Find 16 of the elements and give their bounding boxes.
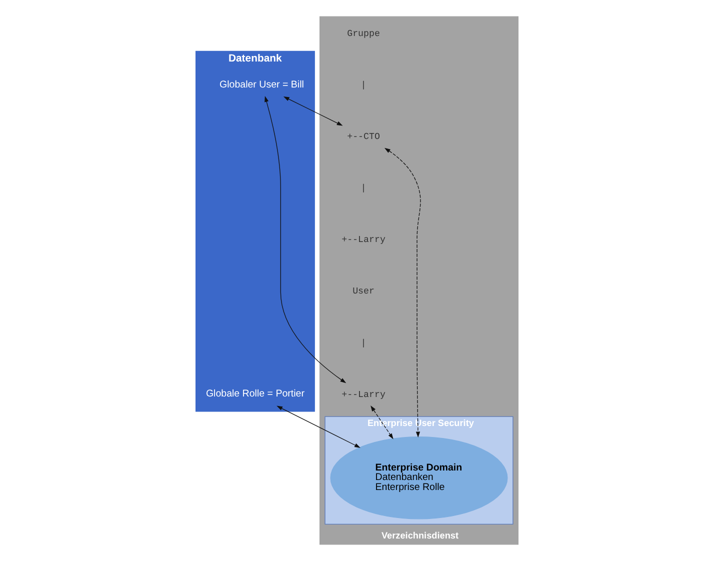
node-text: Gruppe — [347, 28, 380, 39]
arrow — [283, 96, 343, 126]
node-text: Globaler User = Bill — [220, 79, 304, 90]
node-text: +--CTO — [347, 131, 380, 142]
label: | — [360, 182, 366, 194]
arrow — [264, 96, 346, 384]
node-ellipse: Enterprise Domain Datenbanken Enterprise Rolle — [330, 436, 508, 520]
node-text: +--Larry — [342, 388, 386, 400]
label: | — [360, 80, 366, 91]
node-text: +--Larry — [342, 234, 386, 246]
node-text: Globale Rolle = Portier — [206, 388, 304, 400]
arrow — [276, 406, 360, 448]
node-text: User — [352, 286, 374, 297]
arrow — [370, 406, 394, 440]
arrow — [384, 148, 421, 438]
label: | — [360, 337, 366, 348]
